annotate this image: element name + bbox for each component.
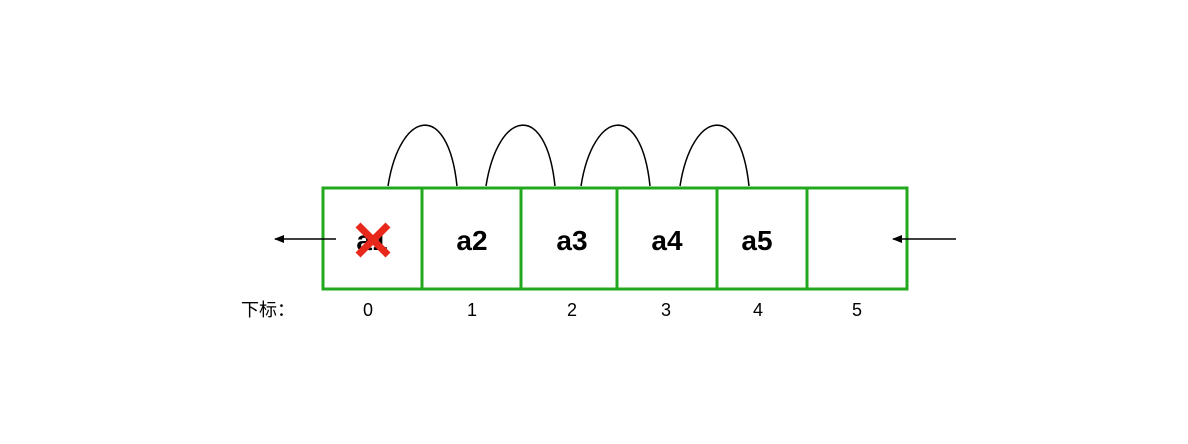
x-mark-icon — [355, 222, 391, 258]
index-label: 下标： — [241, 300, 295, 321]
array-cell — [715, 186, 809, 291]
index-number: 5 — [852, 300, 862, 320]
shift-arc — [580, 124, 651, 187]
shift-arc — [485, 124, 556, 187]
array-cell — [805, 186, 909, 291]
cell-value: a3 — [556, 225, 587, 256]
array-cell — [519, 186, 619, 291]
shift-arc — [387, 124, 458, 187]
index-row: 0 1 2 3 4 5 — [363, 300, 862, 320]
cell-value: a5 — [741, 225, 772, 256]
index-number: 0 — [363, 300, 373, 320]
index-number: 2 — [567, 300, 577, 320]
array-cell — [420, 186, 523, 291]
index-number: 1 — [467, 300, 477, 320]
index-number: 4 — [753, 300, 763, 320]
array-row: a1 a2 a3 a4 a5 — [321, 186, 909, 291]
cell-value: a2 — [456, 225, 487, 256]
index-number: 3 — [661, 300, 671, 320]
cell-value: a4 — [651, 225, 683, 256]
shift-arcs — [387, 124, 750, 187]
shift-arc — [679, 124, 750, 187]
